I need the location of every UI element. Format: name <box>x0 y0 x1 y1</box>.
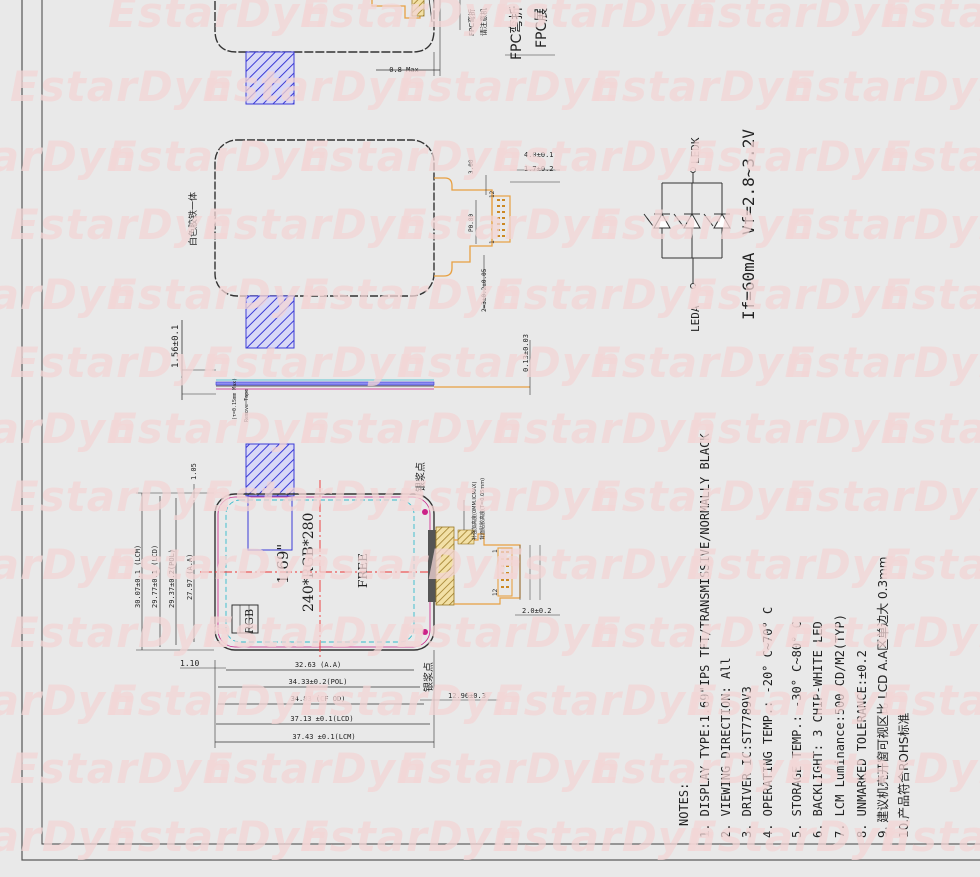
notes-title: NOTES: <box>677 783 691 826</box>
dim-0-8max: 0.8 Max <box>389 66 419 74</box>
dim-pitch: P0.80 <box>468 214 475 232</box>
ic-chip <box>428 530 436 602</box>
vf-label: Vf=2.8~3.2V <box>739 129 758 235</box>
side-fpc-thickness: 0.13±0.03 <box>522 334 530 372</box>
front-connector <box>497 547 513 597</box>
dim-1-05: 1.05 <box>190 463 198 480</box>
back-connector <box>491 195 511 243</box>
front-view <box>136 443 560 748</box>
hdim-pol: 34.33±0.2(POL) <box>288 678 347 686</box>
hdim-lcm: 37.43 ±0.1(LCM) <box>292 733 355 741</box>
pin-1-front: 1 <box>492 549 499 553</box>
inner-border <box>41 0 980 845</box>
tape-spec: (τ=0.15mm Max) <box>232 378 238 420</box>
front-fpc-outline <box>454 533 521 605</box>
fpc-bond-area <box>435 526 455 606</box>
side-panel-layer <box>215 381 435 386</box>
hdim-cf: 34.83 (CF OD) <box>291 695 346 703</box>
pin-1-back: 1 <box>489 240 496 244</box>
dim-2-0: 2.0±0.2 <box>522 607 552 615</box>
note-5: 5. STORAGE TEMP.: -30° C~80° C <box>790 621 804 838</box>
fpc-note-2: 请注意机 <box>479 8 488 36</box>
hdim-aa: 32.63 (A.A) <box>295 661 341 669</box>
vdim-aa: 27.97 (A.A) <box>186 554 194 600</box>
back-fpc-tail <box>245 295 295 349</box>
leda-label: LEDA <box>689 305 702 332</box>
back-connector-pins <box>497 199 505 237</box>
if-label: If=60mA <box>739 252 758 320</box>
pin-12-back: 12 <box>489 190 496 198</box>
ledk-label: LEDK <box>689 137 702 164</box>
vdim-pol: 29.37±0.2(POL) <box>168 549 176 608</box>
display-resolution: 240*RGB*280 <box>301 513 317 612</box>
dim-1-10: 1.10 <box>180 659 199 668</box>
silver-dot-top: 银浆点 <box>414 462 427 492</box>
silver-dot-bottom: 银浆点 <box>422 662 435 692</box>
note-4: 4. OPERATING TEMP.: -20° C~70° C <box>761 607 775 838</box>
side-thickness: 1.56±0.1 <box>171 325 181 368</box>
back-view <box>214 139 560 349</box>
dim-1-7: 1.7±0.2 <box>524 165 554 173</box>
dim-pins: 2=3±0.2±0.05 <box>481 268 488 312</box>
note-6: 6. BACKLIGHT: 3 CHIP-WHITE LED <box>811 621 825 838</box>
fpc-text-1: FPC弯折 <box>508 6 525 60</box>
dim-12-96: 12.96±0.3 <box>448 692 486 700</box>
outer-border <box>21 0 980 861</box>
rgb-label: RGB <box>243 609 256 634</box>
hdim-lcd: 37.13 ±0.1(LCD) <box>290 715 353 723</box>
note-9: 9. 建议机壳开窗可视区比 LCD A.A区单边大 0.3mm <box>875 557 890 839</box>
back-view-top <box>214 0 555 105</box>
connector-note-1: 补强加高度(0MM.ICMAX) <box>471 482 478 540</box>
side-view <box>181 320 531 404</box>
tape-label: Remove Tape <box>244 389 250 422</box>
connector-note-2: 背面贴胶高度(T=0.05mm) <box>479 478 486 540</box>
front-fpc-overlap <box>247 495 293 551</box>
vdim-lcm: 30.07±0.1 (LCM) <box>134 545 142 608</box>
back-fpc-outline <box>434 177 493 277</box>
note-7: 7. LCM Luminance:500 CD/M2(TYP) <box>833 614 847 838</box>
top-fpc-tail <box>245 51 295 105</box>
note-2: 2. VIEWING DIRECTION: All <box>719 657 733 838</box>
backlight-circuit <box>643 167 731 289</box>
note-10: 10.产品符合ROHS标准 <box>896 712 911 838</box>
notes-block: NOTES: 1. DISPLAY TYPE:1.69"IPS TFT/TRAN… <box>677 433 911 838</box>
note-1: 1. DISPLAY TYPE:1.69"IPS TFT/TRANSMISSIV… <box>698 433 712 838</box>
display-size: 1.69" <box>274 544 292 584</box>
fpc-text-2: FPC展 <box>534 8 550 48</box>
free-label: FREE <box>356 553 370 588</box>
note-8: 8. UNMARKED TOLERANCE:±0.2 <box>855 650 869 838</box>
fpc-note-1: FPC弯折 <box>467 9 476 36</box>
dim-4-0: 4.0±0.1 <box>524 151 554 159</box>
vdim-lcd: 29.77±0.1 (LCD) <box>151 545 159 608</box>
dim-3-00: 3.00 <box>468 159 475 174</box>
white-tape-label: 白色胶铁一体 <box>187 192 199 246</box>
front-connector-pins <box>501 551 509 588</box>
pin-12-front: 12 <box>492 588 499 596</box>
front-fpc-tail <box>245 443 295 497</box>
note-3: 3. DRIVER IC:ST7789V3 <box>740 686 754 838</box>
